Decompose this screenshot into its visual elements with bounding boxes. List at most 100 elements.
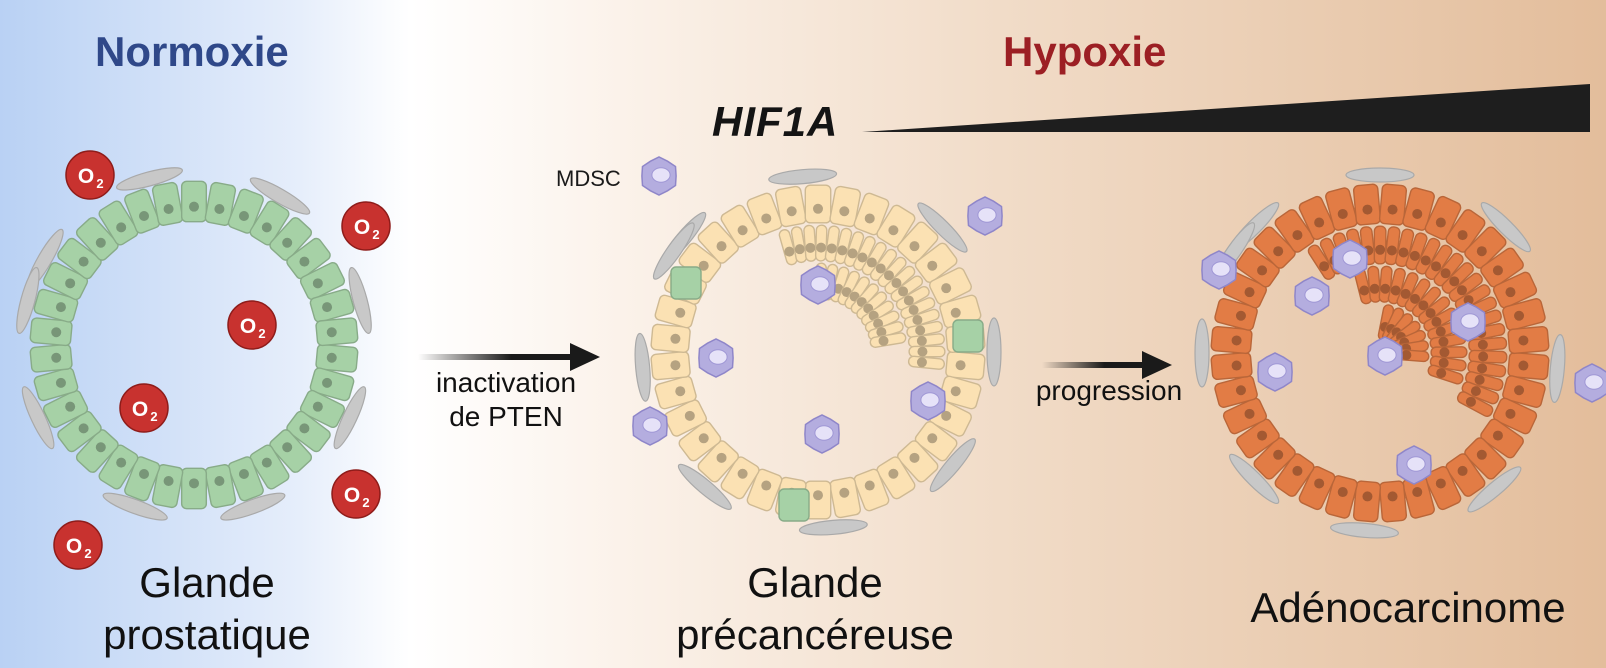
- oxygen-disc: [119, 383, 169, 433]
- arrow-label-line: progression: [1035, 375, 1183, 406]
- arrow-head: [1142, 351, 1172, 379]
- cell-nucleus: [888, 468, 899, 479]
- cell-nucleus: [1273, 246, 1284, 257]
- epithelial-cell: [1210, 325, 1253, 355]
- oxygen-subscript: 2: [362, 495, 369, 510]
- epithelial-cell: [57, 237, 102, 280]
- mdsc-cell: [641, 156, 677, 196]
- epithelial-cell: [1507, 351, 1550, 381]
- cell-nucleus: [950, 386, 961, 397]
- mdsc-nucleus: [1211, 261, 1231, 277]
- normoxia-title: Normoxie: [95, 28, 289, 75]
- cell-nucleus: [1235, 310, 1246, 321]
- mdsc-cell: [1294, 276, 1330, 316]
- cell-nucleus: [670, 360, 681, 371]
- mdsc-nucleus: [920, 392, 940, 408]
- cell-nucleus: [813, 490, 823, 501]
- stromal-cell: [917, 202, 968, 253]
- mdsc-nucleus: [1377, 347, 1397, 363]
- residual-normal-cell: [670, 266, 702, 300]
- stromal-cell: [1549, 334, 1566, 403]
- cell-nucleus: [312, 401, 323, 412]
- epithelial-cell: [124, 188, 161, 234]
- epithelial-cell: [1492, 397, 1538, 435]
- cell-nucleus: [1474, 374, 1485, 385]
- epithelial-cell: [1214, 298, 1258, 331]
- cell-nucleus: [1492, 430, 1503, 441]
- cell-nucleus: [917, 346, 928, 357]
- epithelial-cell: [1253, 437, 1296, 480]
- cell-nucleus: [1235, 385, 1246, 396]
- cancer-outer-layer: [1210, 183, 1550, 523]
- cell-nucleus: [1514, 385, 1525, 396]
- cell-nucleus: [55, 302, 66, 313]
- cell-nucleus: [847, 248, 858, 259]
- epithelial-cell: [1378, 183, 1408, 226]
- epithelial-cell: [151, 464, 184, 509]
- oxygen-disc: [331, 469, 381, 519]
- cell-nucleus: [1439, 347, 1450, 358]
- cell-nucleus: [737, 225, 748, 236]
- cell-nucleus: [1470, 386, 1481, 397]
- epithelial-cell: [1222, 397, 1268, 435]
- cell-nucleus: [1440, 268, 1451, 279]
- cell-nucleus: [1292, 465, 1303, 476]
- stromal-cell: [348, 266, 372, 334]
- oxygen-symbol: O: [240, 315, 256, 338]
- epithelial-cell: [29, 343, 73, 373]
- cell-nucleus: [816, 242, 827, 253]
- epithelial-cell: [1378, 480, 1408, 523]
- cell-nucleus: [1476, 449, 1487, 460]
- cell-nucleus: [878, 335, 889, 346]
- precancer-outer-layer: [650, 184, 986, 520]
- epithelial-cell: [204, 181, 237, 226]
- stromal-cell: [333, 386, 367, 450]
- oxygen-symbol: O: [344, 484, 360, 507]
- cell-nucleus: [675, 386, 686, 397]
- epithelial-cell: [1507, 325, 1550, 355]
- cell-nucleus: [1431, 316, 1442, 327]
- oxygen-disc: [227, 300, 277, 350]
- cell-nucleus: [322, 302, 333, 313]
- cell-nucleus: [1409, 250, 1420, 261]
- stromal-cell: [798, 519, 868, 536]
- epithelial-cell: [98, 444, 139, 490]
- stromal-cell: [986, 317, 1002, 387]
- epithelial-cell: [269, 217, 313, 261]
- cell-nucleus: [1435, 478, 1446, 489]
- cell-nucleus: [189, 201, 199, 212]
- cell-nucleus: [916, 357, 927, 368]
- cell-nucleus: [1518, 335, 1529, 346]
- cell-nucleus: [116, 222, 127, 233]
- epithelial-cell: [1424, 465, 1462, 511]
- cell-nucleus: [238, 211, 249, 222]
- mdsc-nucleus: [1304, 287, 1324, 303]
- epithelial-cell: [1210, 351, 1253, 381]
- epithelial-cell: [1492, 271, 1538, 309]
- cell-nucleus: [1257, 430, 1268, 441]
- cell-nucleus: [1449, 276, 1460, 287]
- mdsc-nucleus: [977, 207, 997, 223]
- cell-nucleus: [941, 283, 952, 294]
- epithelial-cell: [1274, 453, 1315, 497]
- stromal-cell: [249, 177, 311, 215]
- cell-nucleus: [927, 260, 938, 271]
- epithelial-cell: [1325, 475, 1358, 519]
- normal-epithelium: [29, 180, 359, 510]
- epithelial-cell: [1424, 195, 1462, 241]
- epithelial-cell: [1298, 195, 1336, 241]
- epithelial-cell: [1502, 375, 1546, 408]
- normal-gland: [16, 167, 372, 521]
- cell-nucleus: [1362, 491, 1373, 502]
- cell-nucleus: [950, 307, 961, 318]
- cell-nucleus: [716, 241, 727, 252]
- epithelial-cell: [269, 429, 313, 473]
- arrow-label-progression: progression: [1015, 374, 1203, 408]
- cell-nucleus: [282, 237, 293, 248]
- epithelial-cell: [98, 200, 139, 246]
- mdsc-cell: [1332, 239, 1368, 279]
- arrow-shaft: [418, 354, 574, 360]
- cell-nucleus: [1244, 287, 1255, 298]
- mdsc-nucleus: [642, 417, 662, 433]
- stage-caption-line: Adénocarcinome: [1250, 584, 1566, 631]
